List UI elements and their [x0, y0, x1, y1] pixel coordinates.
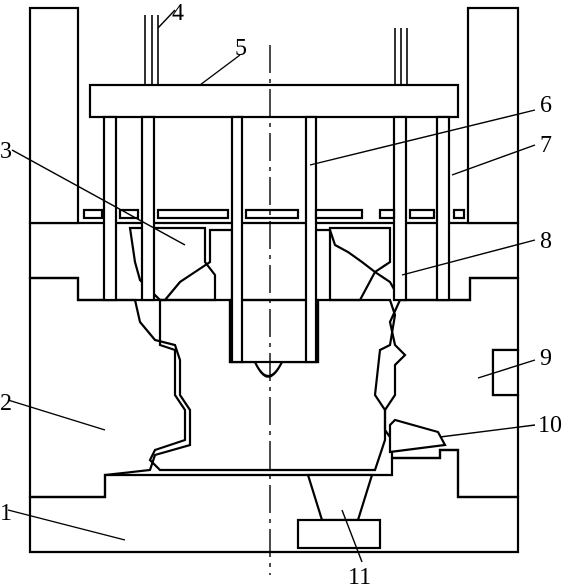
label-1: 1 [0, 500, 12, 526]
label-11: 11 [348, 564, 371, 587]
leader-lines [7, 9, 536, 563]
central-punch [148, 298, 397, 472]
label-6: 6 [540, 92, 552, 118]
ejector-plate-5 [88, 83, 460, 119]
rod-4 [144, 15, 408, 85]
left-guide-column [28, 6, 80, 225]
label-7: 7 [540, 132, 552, 158]
label-4: 4 [172, 0, 184, 26]
label-2: 2 [0, 390, 12, 416]
die-body-left-2 [28, 276, 192, 499]
base-plate-1 [28, 448, 520, 554]
bottom-ejector-11 [296, 473, 382, 550]
label-3: 3 [0, 138, 12, 164]
wedge-10 [388, 418, 447, 454]
punch-insert-3 [128, 226, 392, 302]
label-10: 10 [538, 412, 562, 438]
ejector-pins [102, 115, 451, 364]
side-slide-9 [491, 348, 520, 397]
label-5: 5 [235, 35, 247, 61]
label-9: 9 [540, 345, 552, 371]
label-8: 8 [540, 228, 552, 254]
